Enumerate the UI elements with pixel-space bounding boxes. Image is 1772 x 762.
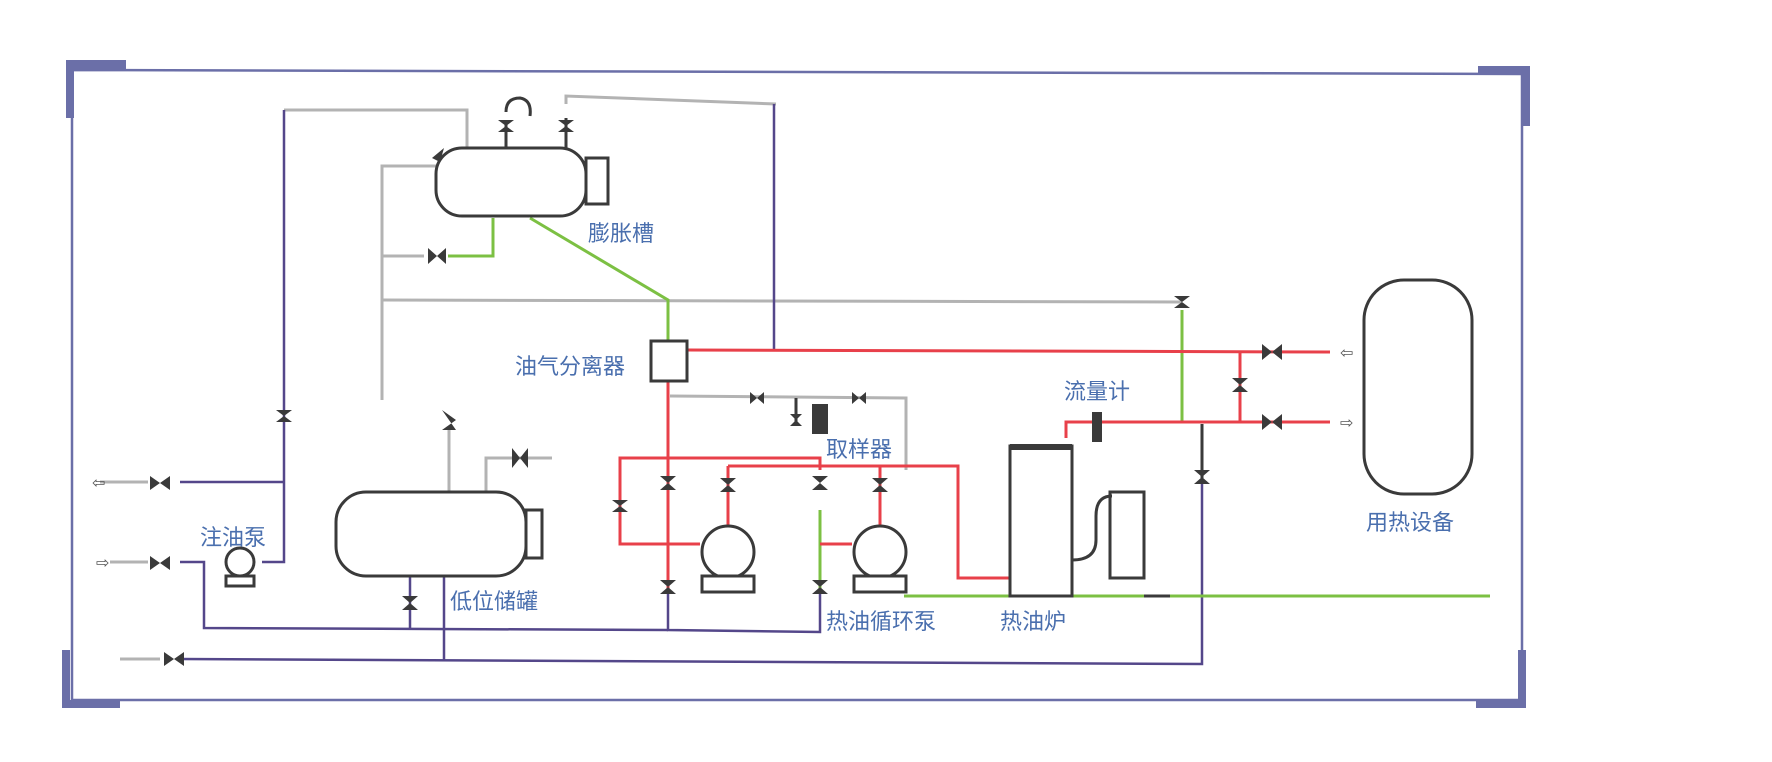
low-tank	[334, 410, 544, 610]
return-pipes	[179, 104, 1204, 666]
sampler	[750, 392, 866, 434]
label-heat-user: 用热设备	[1366, 511, 1455, 536]
label-fill-pump: 注油泵	[200, 526, 267, 551]
heat-user-valves	[1174, 296, 1282, 484]
level-gauge-icon	[432, 148, 444, 162]
control-valve-icon	[428, 248, 446, 264]
label-furnace: 热油炉	[1000, 610, 1067, 635]
inlet-arrow-icon: ⇨	[96, 553, 109, 572]
label-expansion-tank: 膨胀槽	[588, 222, 655, 247]
label-sampler: 取样器	[826, 438, 893, 463]
fill-pump	[150, 410, 292, 666]
expansion-tank	[432, 96, 610, 218]
oil-gas-separator	[649, 339, 689, 383]
label-circulation-pump: 热油循环泵	[826, 610, 937, 635]
label-flow-meter: 流量计	[1064, 380, 1131, 405]
supply-arrow-icon: ⇨	[1340, 413, 1353, 432]
flow-meter-icon	[1092, 412, 1102, 442]
drain-lines	[1144, 424, 1204, 598]
circulation-pump-1	[612, 476, 756, 594]
heat-user-vessel	[1362, 278, 1474, 496]
furnace	[1008, 412, 1146, 598]
return-arrow-icon: ⇦	[1340, 343, 1353, 362]
vent-pipes	[448, 216, 1490, 598]
label-low-tank: 低位储罐	[450, 590, 539, 615]
label-oil-gas-separator: 油气分离器	[515, 355, 626, 380]
gas-pipes	[100, 94, 1183, 661]
valve-icon	[558, 120, 574, 132]
valve-icon	[498, 120, 514, 132]
outlet-arrow-icon: ⇦	[92, 473, 105, 492]
circulation-pump-2	[812, 476, 908, 594]
frame	[62, 60, 1530, 708]
